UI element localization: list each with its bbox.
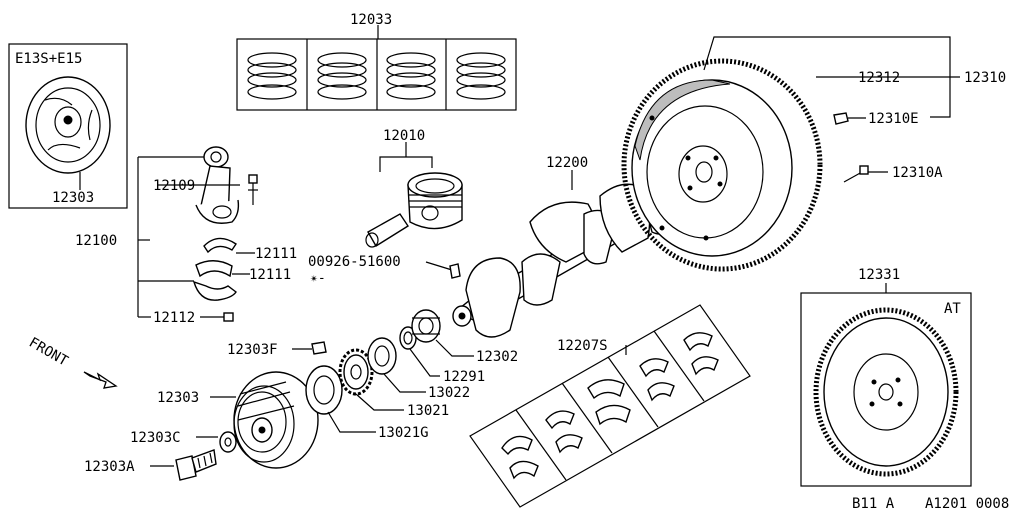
label-e13s-e15: E13S+E15 [15, 51, 82, 67]
piston-ring-set-box: 12033 [236, 12, 517, 111]
label-12291: 12291 [443, 369, 485, 385]
label-12303a: 12303A [84, 459, 135, 475]
label-12303c: 12303C [130, 430, 181, 446]
rod-bolt-icon [248, 174, 258, 205]
pulley-bolt-icon [175, 449, 217, 481]
label-12310a: 12310A [892, 165, 943, 181]
rod-cap-icon [192, 280, 237, 301]
label-12302: 12302 [476, 349, 518, 365]
footer-code-left: B11 A [852, 496, 895, 512]
flywheel-bolt-icon [843, 165, 869, 183]
pulley-key-icon [311, 341, 327, 355]
label-12310e: 12310E [868, 111, 919, 127]
main-bearing-shell-5 [683, 332, 719, 376]
label-12111-upper: 12111 [255, 246, 297, 262]
footer-code-right: A1201 0008 [925, 496, 1009, 512]
main-bearing-shell-4 [639, 358, 675, 402]
rod-bearing-upper-icon [203, 237, 237, 254]
label-13021g: 13021G [378, 425, 429, 441]
piston-icon [407, 172, 463, 230]
main-bearing-shell-1 [501, 435, 539, 480]
main-bearing-set: 12207S [469, 304, 751, 508]
crank-pulley-icon [233, 371, 319, 469]
connecting-rod-icon [195, 146, 240, 224]
label-12100: 12100 [75, 233, 117, 249]
label-13022: 13022 [428, 385, 470, 401]
oil-thrower-icon [367, 337, 397, 375]
label-12331: 12331 [858, 267, 900, 283]
label-12033: 12033 [350, 12, 392, 28]
label-12112: 12112 [153, 310, 195, 326]
label-00926-51600: 00926-51600 [308, 254, 401, 270]
piston-ring-1 [247, 52, 297, 100]
pulley-washer-icon [219, 431, 237, 453]
piston-ring-4 [456, 52, 506, 100]
rod-nut-icon [223, 312, 234, 322]
front-indicator: FRONT [26, 335, 118, 389]
label-12312: 12312 [858, 70, 900, 86]
flywheel-dowel-icon [833, 112, 849, 125]
label-13021: 13021 [407, 403, 449, 419]
main-bearing-shell-3 [587, 379, 631, 426]
front-arrow-icon [83, 371, 118, 389]
drive-plate-box: 12331 AT [800, 267, 972, 487]
piston-ring-3 [386, 52, 436, 100]
rod-bearing-lower-icon [195, 260, 233, 278]
piston-pin-icon [365, 213, 409, 248]
label-12207s: 12207S [557, 338, 608, 354]
connecting-rod-group: 12100 12109 12111 12111 12112 [75, 146, 297, 326]
main-bearing-shell-2 [545, 410, 583, 454]
label-at: AT [944, 301, 961, 317]
label-front: FRONT [26, 335, 71, 370]
flywheel-icon [621, 58, 823, 272]
crank-pulley-group: 12303F 12303 12303C 12303A 13 [84, 309, 518, 481]
label-12303: 12303 [157, 390, 199, 406]
inset-pulley-box: E13S+E15 12303 [8, 43, 128, 209]
label-00926-note: ✴- [310, 271, 326, 286]
label-12303-inset: 12303 [52, 190, 94, 206]
drive-plate-icon [813, 307, 959, 477]
label-12111-lower: 12111 [249, 267, 291, 283]
label-12109: 12109 [153, 178, 195, 194]
crank-sprocket-icon [338, 348, 374, 396]
label-12010: 12010 [383, 128, 425, 144]
label-12200: 12200 [546, 155, 588, 171]
label-12310: 12310 [964, 70, 1006, 86]
inset-pulley-icon [25, 76, 111, 174]
flywheel-group: 12312 12310 12310E 12310A [621, 36, 1006, 272]
crank-front-seal-icon [411, 309, 441, 343]
oil-pump-drive-spacer-icon [305, 365, 343, 415]
woodruff-key-icon [449, 263, 461, 279]
label-12303f: 12303F [227, 342, 278, 358]
piston-ring-2 [317, 52, 367, 100]
piston-group: 12010 [365, 128, 463, 248]
